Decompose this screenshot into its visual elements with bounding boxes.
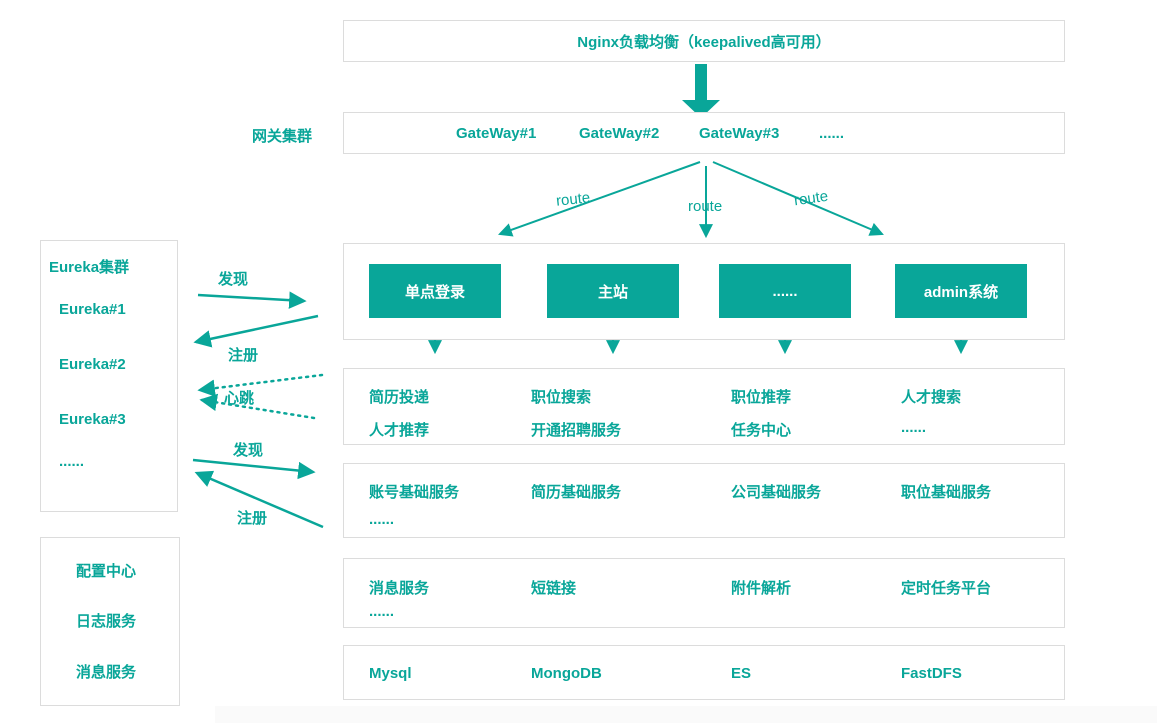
service-item: 职位搜索 [531, 389, 592, 406]
middleware-item-ellipsis: ...... [369, 603, 395, 620]
infra-box: 配置中心 日志服务 消息服务 [40, 537, 180, 706]
service-item-ellipsis: ...... [369, 511, 395, 528]
service-item: 公司基础服务 [731, 484, 822, 501]
app-box-ellipsis: ...... [719, 264, 851, 318]
middleware-box: 消息服务 短链接 附件解析 定时任务平台 ...... [343, 558, 1065, 628]
eureka-node: Eureka#1 [59, 301, 126, 318]
gateway-node: GateWay#1 [456, 125, 537, 142]
eureka-node: ...... [59, 453, 85, 470]
service-item: 任务中心 [731, 422, 792, 439]
route-label: route [555, 189, 591, 210]
service-item: 人才推荐 [369, 422, 430, 439]
gateway-cluster-box: GateWay#1 GateWay#2 GateWay#3 ...... [343, 112, 1065, 154]
nginx-load-balancer-box: Nginx负载均衡（keepalived高可用） [343, 20, 1065, 62]
route-label: route [688, 198, 723, 215]
eureka-cluster-title: Eureka集群 [49, 259, 130, 276]
heartbeat-arrows [197, 373, 324, 420]
app-box-sso: 单点登录 [369, 264, 501, 318]
middleware-item: 附件解析 [731, 580, 792, 597]
service-item: 开通招聘服务 [531, 422, 622, 439]
discover-bottom-label: 发现 [233, 442, 264, 459]
bottom-shadow-strip [215, 706, 1157, 723]
service-item: 简历投递 [369, 389, 430, 406]
app-box-admin: admin系统 [895, 264, 1027, 318]
register-bottom-label: 注册 [237, 510, 268, 527]
service-item: 职位基础服务 [901, 484, 992, 501]
gateway-cluster-side-label: 网关集群 [252, 128, 313, 145]
infra-item: 消息服务 [76, 664, 137, 681]
eureka-node: Eureka#2 [59, 356, 126, 373]
base-services-box: 账号基础服务 简历基础服务 公司基础服务 职位基础服务 ...... [343, 463, 1065, 538]
gateway-node: ...... [819, 125, 845, 142]
middleware-item: 定时任务平台 [901, 580, 992, 597]
storage-item: Mysql [369, 665, 412, 682]
gateway-node: GateWay#3 [699, 125, 780, 142]
nginx-label: Nginx负载均衡（keepalived高可用） [577, 33, 831, 51]
eureka-cluster-box: Eureka集群 Eureka#1 Eureka#2 Eureka#3 ....… [40, 240, 178, 512]
nginx-to-gateway-arrow [682, 64, 720, 118]
middleware-item: 短链接 [531, 580, 577, 597]
route-label: route [792, 187, 830, 210]
storage-item: FastDFS [901, 665, 962, 682]
register-top-label: 注册 [228, 347, 259, 364]
storage-box: Mysql MongoDB ES FastDFS [343, 645, 1065, 700]
service-item: 人才搜索 [901, 389, 962, 406]
storage-item: ES [731, 665, 752, 682]
app-box-main-site: 主站 [547, 264, 679, 318]
infra-item: 配置中心 [76, 563, 137, 580]
gateway-node: GateWay#2 [579, 125, 660, 142]
service-item: ...... [901, 419, 927, 436]
service-item: 职位推荐 [731, 389, 792, 406]
heartbeat-label: 心跳 [224, 390, 255, 407]
service-item: 简历基础服务 [531, 484, 622, 501]
storage-item: MongoDB [531, 665, 602, 682]
business-services-box: 简历投递 职位搜索 职位推荐 人才搜索 人才推荐 开通招聘服务 任务中心 ...… [343, 368, 1065, 445]
middleware-item: 消息服务 [369, 580, 430, 597]
service-item: 账号基础服务 [369, 484, 460, 501]
eureka-top-arrows [193, 291, 319, 348]
discover-top-label: 发现 [218, 271, 249, 288]
infra-item: 日志服务 [76, 613, 137, 630]
eureka-node: Eureka#3 [59, 411, 126, 428]
